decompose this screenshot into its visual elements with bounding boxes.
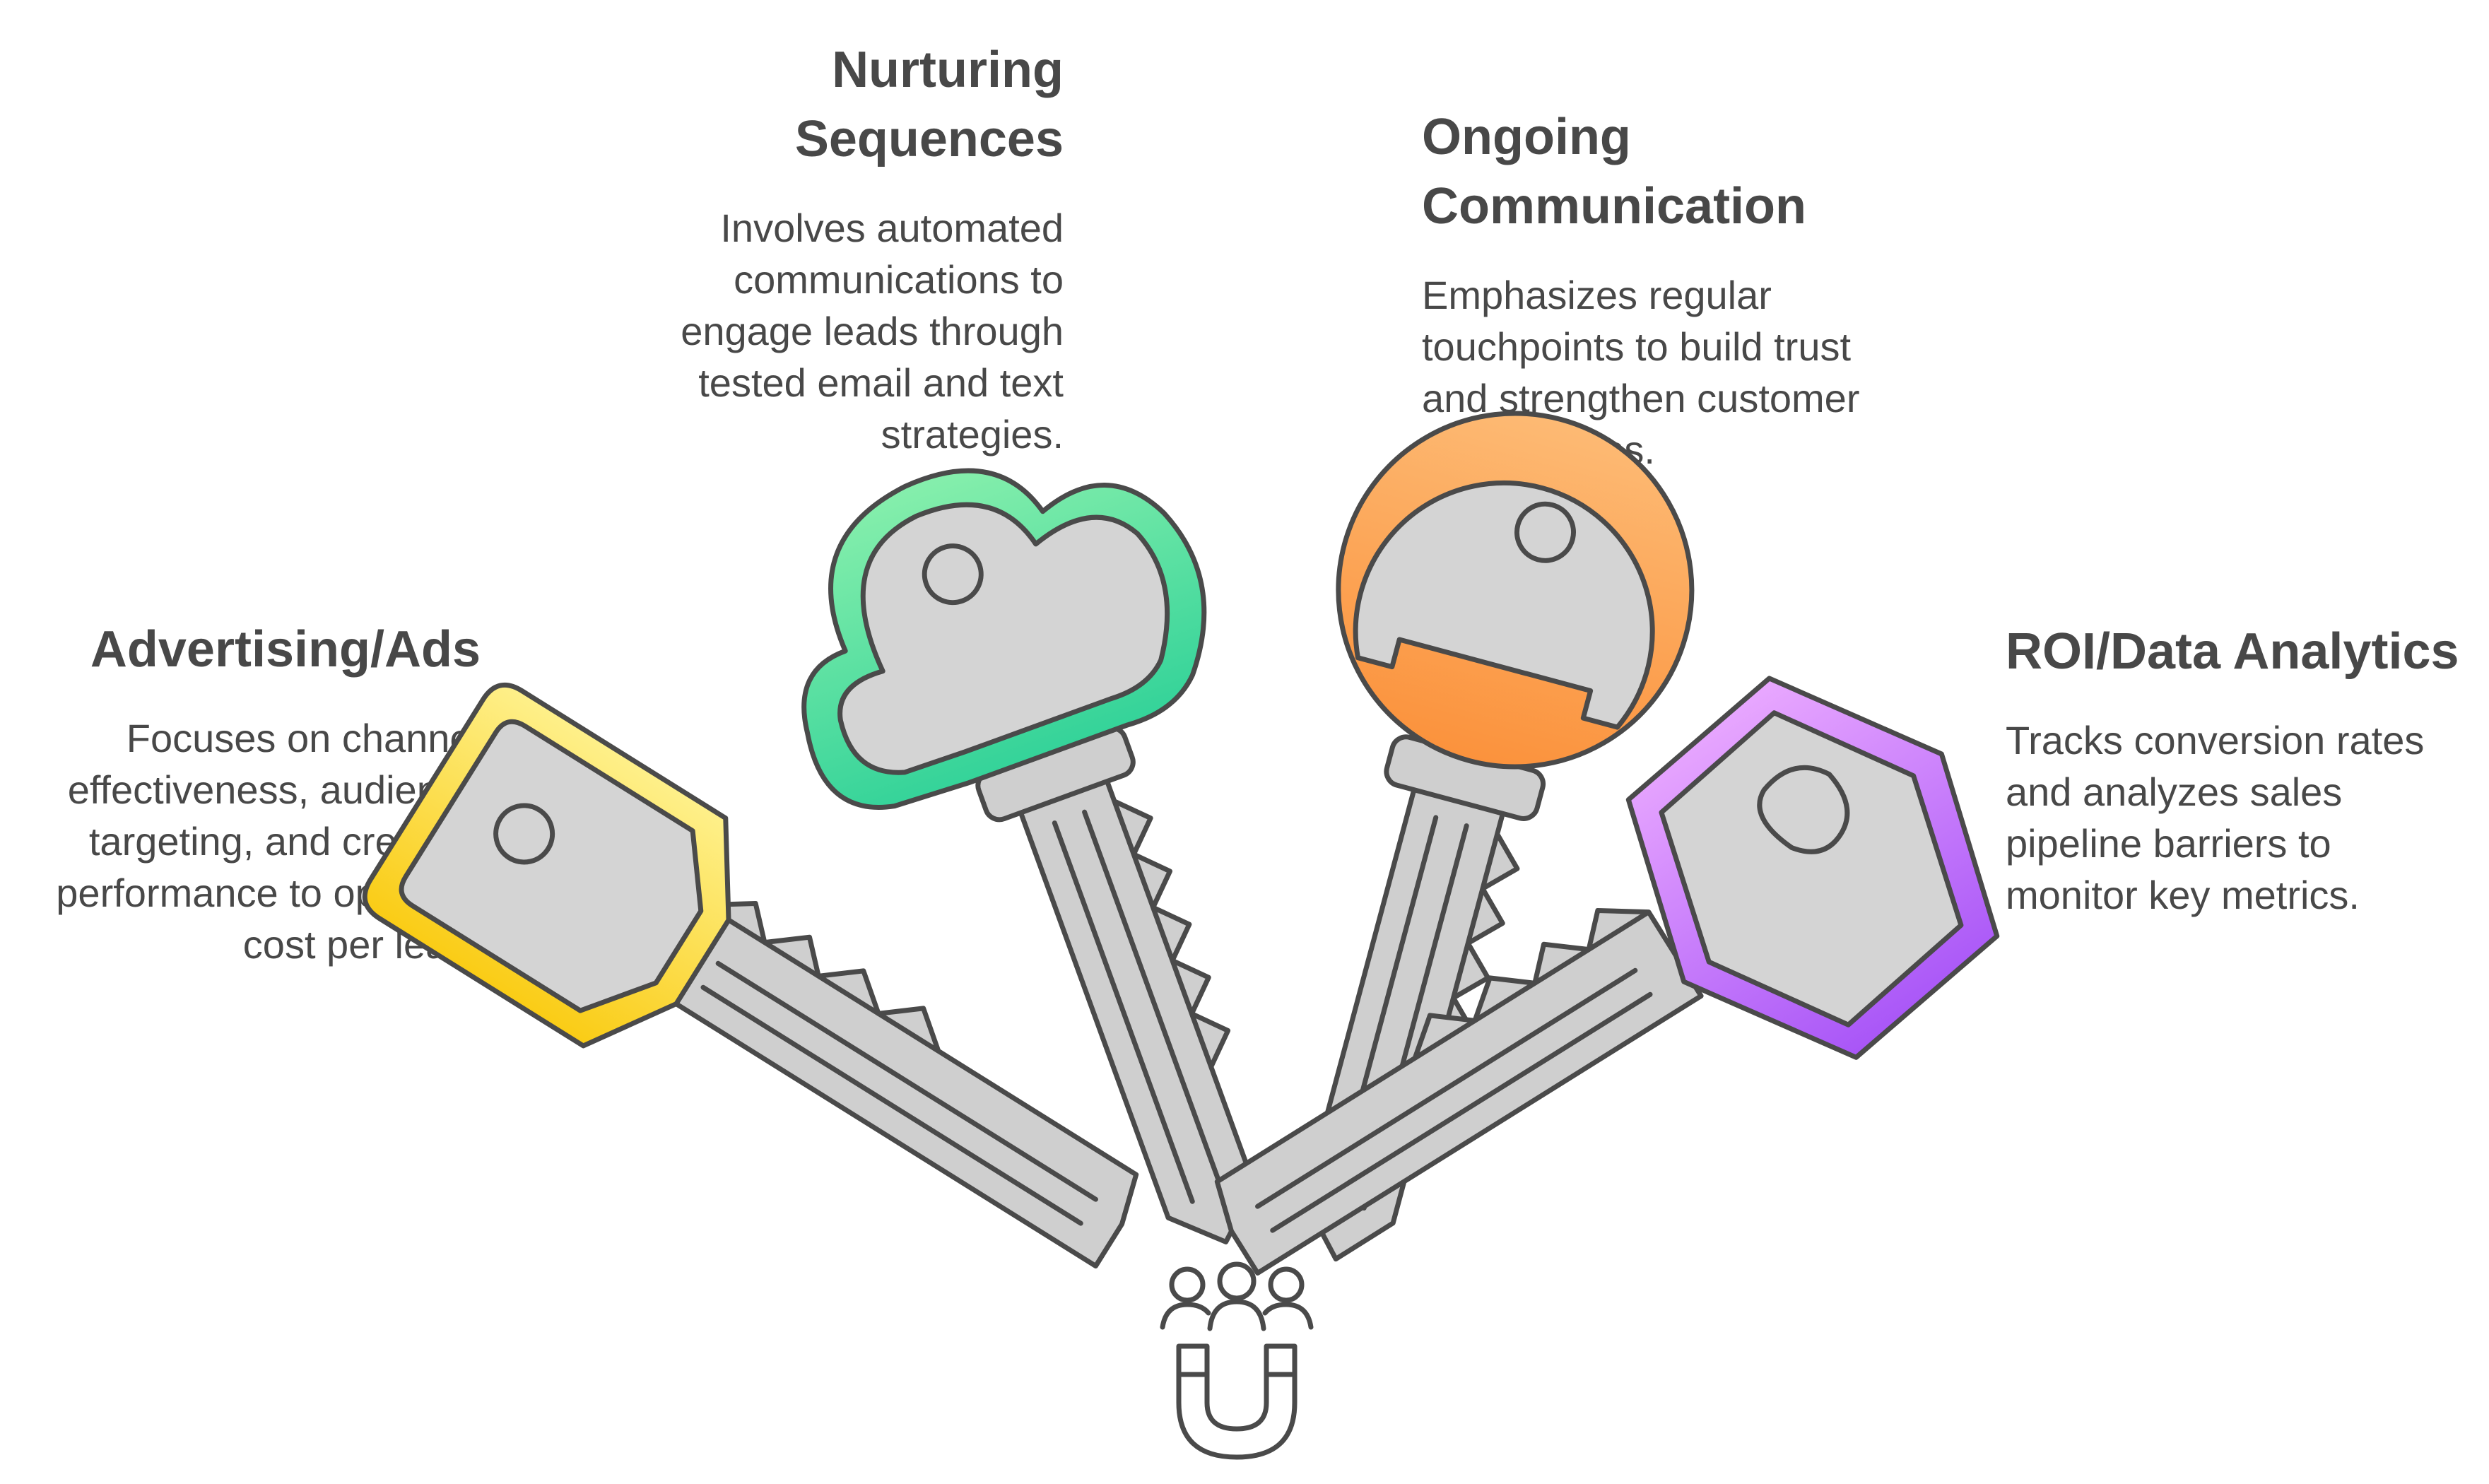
- item-description: Involves automated communications to eng…: [681, 206, 1064, 457]
- key-hole: [1757, 765, 1850, 854]
- people-magnet-icon: [1160, 1261, 1314, 1460]
- key-nurturing: [801, 468, 1257, 1244]
- key-roi: [1214, 676, 2000, 1276]
- key-advertising: [362, 682, 1139, 1269]
- item-title: Advertising/Ads: [90, 621, 481, 678]
- item-description: Tracks conversion rates and analyzes sal…: [2006, 718, 2425, 917]
- key-hole: [1514, 501, 1576, 563]
- item-ongoing: Ongoing Communication Emphasizes regular…: [1422, 102, 1917, 476]
- key-hole: [922, 543, 984, 606]
- item-description: Emphasizes regular touchpoints to build …: [1422, 273, 1860, 472]
- item-roi: ROI/Data Analytics Tracks conversion rat…: [2006, 617, 2472, 921]
- item-nurturing: Nurturing Sequences Involves automated c…: [622, 35, 1064, 460]
- key-ongoing: [1302, 411, 1695, 1262]
- key-hole: [493, 803, 555, 865]
- item-title: Nurturing Sequences: [794, 42, 1064, 167]
- item-title: Ongoing Communication: [1422, 109, 1807, 235]
- item-title: ROI/Data Analytics: [2006, 623, 2459, 680]
